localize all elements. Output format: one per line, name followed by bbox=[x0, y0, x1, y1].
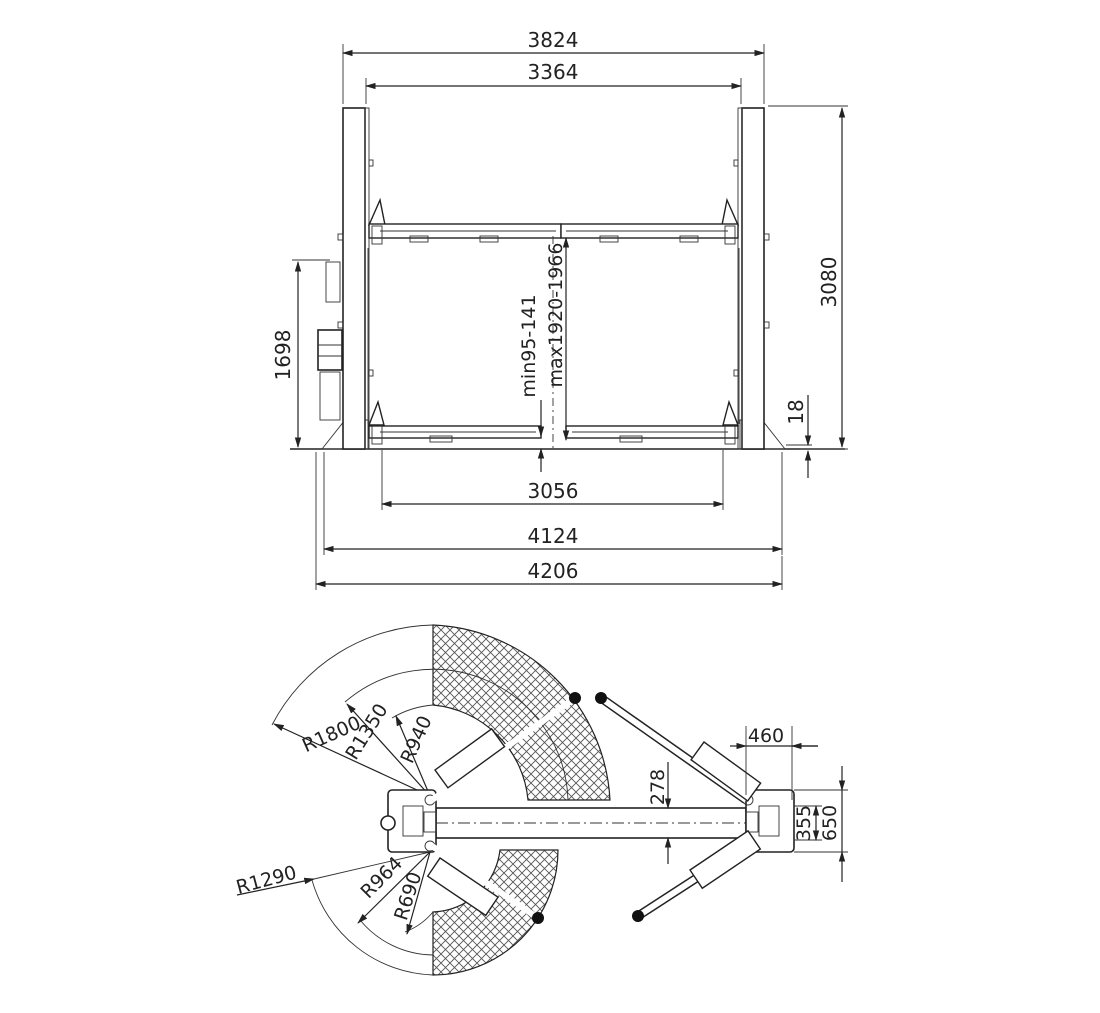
dim-4124: 4124 bbox=[322, 452, 784, 555]
dim-max-label: max1920-1966 bbox=[545, 243, 567, 388]
dim-4124-label: 4124 bbox=[528, 524, 579, 548]
dim-3056-label: 3056 bbox=[528, 479, 579, 503]
left-column-plan bbox=[380, 789, 437, 853]
dim-3824-label: 3824 bbox=[528, 28, 579, 52]
upper-hatch-zone bbox=[432, 624, 611, 801]
dim-355-label: 355 bbox=[793, 805, 815, 841]
dim-base-18: 18 bbox=[784, 395, 812, 478]
dim-3364-label: 3364 bbox=[528, 60, 579, 84]
dim-4206-label: 4206 bbox=[528, 559, 579, 583]
left-swing-arms bbox=[426, 692, 581, 924]
dim-355: 355 bbox=[793, 805, 822, 841]
lower-lift-arms bbox=[367, 399, 740, 445]
dim-278: 278 bbox=[647, 762, 672, 864]
upper-lift-arms bbox=[367, 197, 740, 245]
dim-3080-label: 3080 bbox=[817, 257, 841, 308]
right-column bbox=[741, 107, 765, 450]
right-column-plan bbox=[742, 789, 795, 853]
dim-460-label: 460 bbox=[748, 725, 784, 747]
dim-min-label: min95-141 bbox=[518, 294, 540, 397]
dim-overall-width: 3824 bbox=[341, 28, 766, 104]
dim-r1290-label: R1290 bbox=[234, 862, 299, 899]
dim-650-label: 650 bbox=[819, 805, 841, 841]
dim-total-height: 3080 bbox=[768, 105, 848, 450]
dim-278-label: 278 bbox=[647, 769, 669, 805]
column-bolts bbox=[337, 159, 770, 377]
dim-460: 460 bbox=[730, 725, 818, 800]
left-column bbox=[342, 107, 366, 450]
dim-1698-label: 1698 bbox=[271, 330, 295, 381]
dim-3056: 3056 bbox=[380, 450, 725, 510]
front-view: 3824 3364 3080 1698 18 bbox=[271, 28, 848, 590]
dim-18-label: 18 bbox=[784, 399, 808, 424]
dim-lift-range: min95-141 max1920-1966 bbox=[518, 236, 570, 472]
dim-inner-width: 3364 bbox=[364, 60, 743, 104]
right-swing-arms bbox=[595, 692, 762, 922]
dim-4206: 4206 bbox=[314, 452, 784, 590]
dim-650: 650 bbox=[794, 766, 848, 882]
dim-r940-label: R940 bbox=[396, 712, 436, 766]
right-column-inner bbox=[737, 107, 743, 450]
power-unit bbox=[317, 261, 343, 421]
left-column-inner bbox=[364, 107, 370, 450]
dim-left-height: 1698 bbox=[271, 259, 330, 449]
plan-view: R1800 R1350 R940 R1290 R964 R690 bbox=[234, 624, 848, 976]
